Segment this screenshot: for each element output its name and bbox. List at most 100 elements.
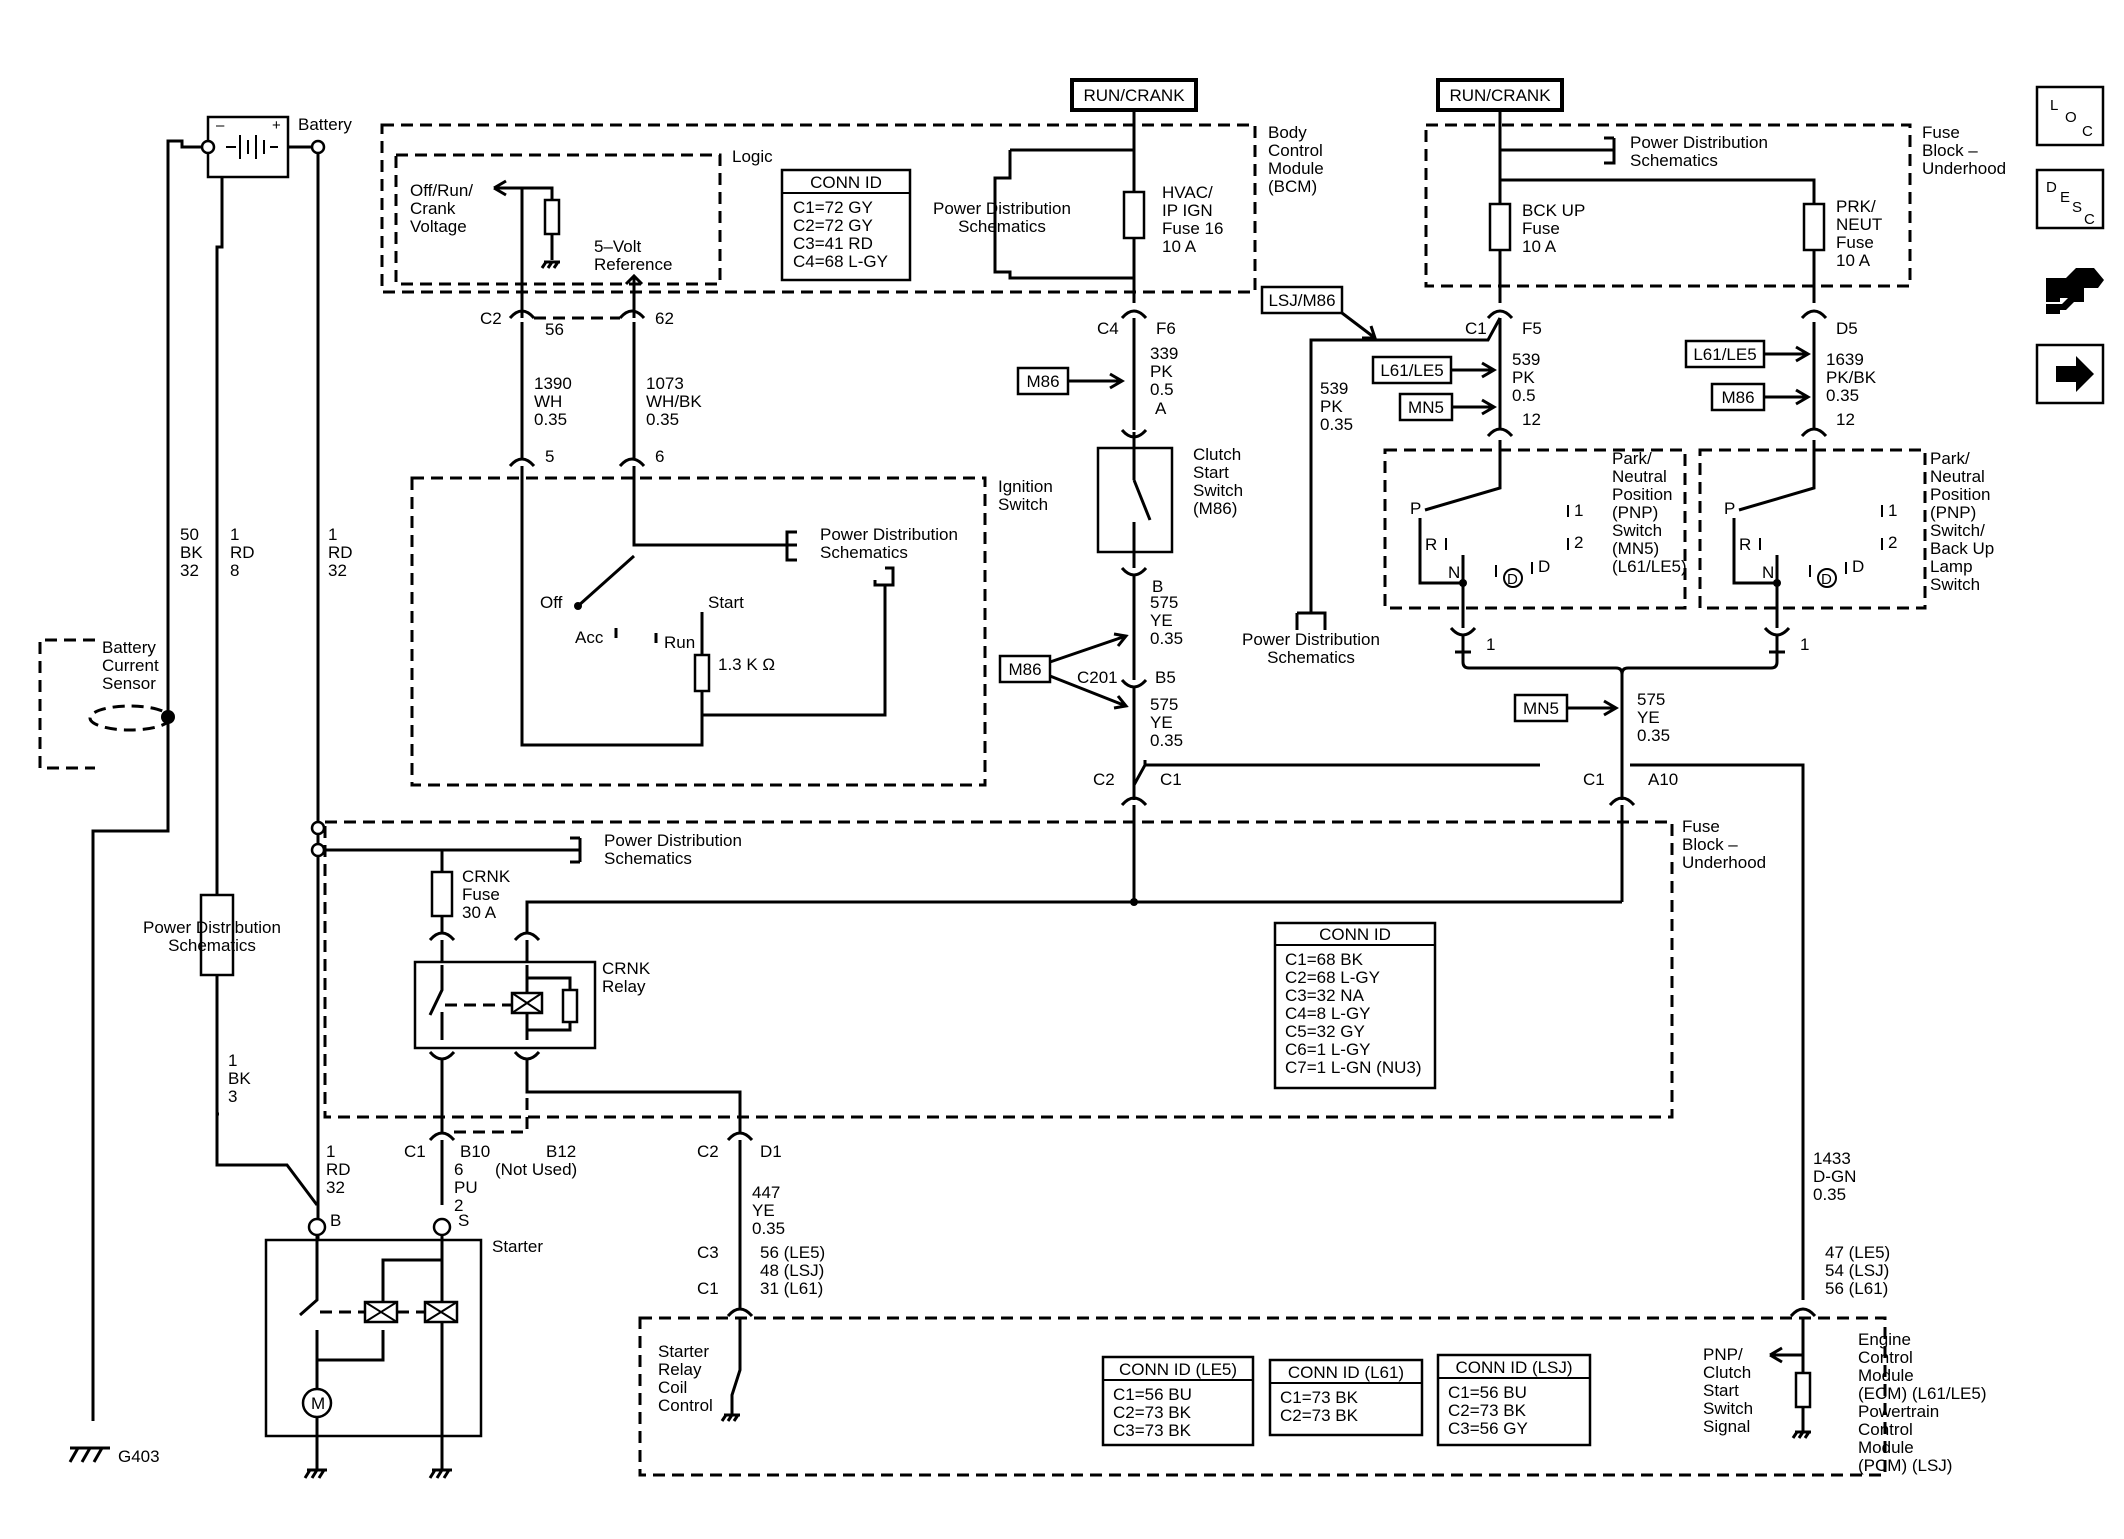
m86-tag-a: M86 [1016, 366, 1125, 396]
bcm-conn-id-table: CONN ID C1=72 GY C2=72 GY C3=41 RD C4=68… [780, 168, 912, 282]
svg-text:Acc: Acc [575, 628, 604, 647]
lsj-m86-tag: LSJ/M86 [1260, 285, 1378, 340]
svg-text:Relay: Relay [602, 977, 646, 996]
svg-text:Switch: Switch [1193, 481, 1243, 500]
loc-icon[interactable]: L O C [2035, 85, 2105, 147]
svg-text:C5=32 GY: C5=32 GY [1285, 1022, 1365, 1041]
svg-text:575: 575 [1150, 593, 1178, 612]
svg-text:0.35: 0.35 [1637, 726, 1670, 745]
svg-text:12: 12 [1522, 410, 1541, 429]
svg-text:RD: RD [230, 543, 255, 562]
svg-text:C2=68 L-GY: C2=68 L-GY [1285, 968, 1380, 987]
ecm-signal-wire [1630, 763, 1805, 1300]
wire-1433: 1433 D-GN 0.35 [1813, 1149, 1856, 1204]
prk-neut-fuse: PRK/ NEUT Fuse 10 A [1802, 197, 1882, 270]
crnk-relay: CRNK Relay [413, 959, 651, 1050]
pnp-out-wire-575: 575 YE 0.35 [1637, 690, 1670, 745]
svg-text:N: N [1762, 563, 1774, 582]
ecm-conn-id-l61: CONN ID (L61) C1=73 BK C2=73 BK [1268, 1358, 1424, 1437]
svg-text:Module: Module [1268, 159, 1324, 178]
svg-text:Control: Control [1858, 1420, 1913, 1439]
svg-text:C: C [2082, 123, 2093, 140]
svg-text:C3=32 NA: C3=32 NA [1285, 986, 1365, 1005]
svg-text:CRNK: CRNK [602, 959, 651, 978]
svg-text:0.5: 0.5 [1150, 380, 1174, 399]
ignition-connector-c2: C2 56 62 [480, 303, 674, 460]
svg-text:(L61/LE5): (L61/LE5) [1612, 557, 1687, 576]
svg-text:IP IGN: IP IGN [1162, 201, 1213, 220]
svg-text:Off: Off [540, 593, 563, 612]
pds-left: Power Distribution Schematics [143, 893, 281, 977]
wire-447: 447 YE 0.35 [752, 1183, 785, 1238]
next-arrow-icon[interactable] [2035, 343, 2105, 405]
svg-text:Fuse: Fuse [462, 885, 500, 904]
svg-text:CONN ID (LSJ): CONN ID (LSJ) [1455, 1358, 1572, 1377]
desc-icon[interactable]: D E S C [2035, 168, 2105, 230]
clutch-wire-575a: 575 YE 0.35 [1150, 593, 1183, 648]
svg-text:1: 1 [1800, 635, 1809, 654]
svg-text:M: M [311, 1394, 325, 1413]
bcm-module: Body Control Module (BCM) [380, 123, 1324, 294]
svg-text:B10: B10 [460, 1142, 490, 1161]
pnp-switch-right: Park/ Neutral Position (PNP) Switch/ Bac… [1698, 440, 1994, 654]
svg-text:10 A: 10 A [1836, 251, 1871, 270]
svg-text:PU: PU [454, 1178, 478, 1197]
svg-text:Fuse: Fuse [1522, 219, 1560, 238]
svg-text:P: P [1410, 499, 1421, 518]
svg-text:C1: C1 [697, 1279, 719, 1298]
ecm-conn-id-le5: CONN ID (LE5) C1=56 BU C2=73 BK C3=73 BK [1101, 1355, 1255, 1447]
svg-text:+: + [272, 117, 281, 134]
svg-text:32: 32 [328, 561, 347, 580]
battery-current-sensor: Battery Current Sensor [38, 638, 175, 770]
svg-text:C2=73 BK: C2=73 BK [1280, 1406, 1359, 1425]
harness-icon[interactable] [2046, 268, 2104, 314]
svg-text:Voltage: Voltage [410, 217, 467, 236]
svg-text:S: S [458, 1211, 469, 1230]
m86-tag-b: M86 [998, 632, 1129, 710]
svg-text:Powertrain: Powertrain [1858, 1402, 1939, 1421]
svg-text:539: 539 [1512, 350, 1540, 369]
svg-text:C1=56 BU: C1=56 BU [1113, 1385, 1192, 1404]
wire-6pu2: 6 PU 2 [454, 1160, 478, 1215]
svg-text:D: D [1538, 557, 1550, 576]
svg-text:Body: Body [1268, 123, 1307, 142]
fuse-block-upper-connector-c1: C1 F5 [1309, 309, 1542, 605]
svg-text:C4=8 L-GY: C4=8 L-GY [1285, 1004, 1371, 1023]
connector-c201: C201 B5 [1077, 668, 1176, 800]
svg-text:Control: Control [1268, 141, 1323, 160]
svg-text:(MN5): (MN5) [1612, 539, 1659, 558]
svg-text:339: 339 [1150, 344, 1178, 363]
svg-text:Fuse 16: Fuse 16 [1162, 219, 1223, 238]
svg-text:Block –: Block – [1922, 141, 1978, 160]
svg-text:Power Distribution: Power Distribution [1630, 133, 1768, 152]
svg-text:1: 1 [1888, 501, 1897, 520]
svg-text:Fuse: Fuse [1922, 123, 1960, 142]
svg-text:0.5: 0.5 [1512, 386, 1536, 405]
svg-text:M86: M86 [1721, 388, 1754, 407]
svg-text:Switch: Switch [1930, 575, 1980, 594]
svg-text:Run: Run [664, 633, 695, 652]
svg-text:1: 1 [326, 1142, 335, 1161]
svg-text:C1: C1 [1583, 770, 1605, 789]
ecm-conn-id-lsj: CONN ID (LSJ) C1=56 BU C2=73 BK C3=56 GY [1436, 1353, 1592, 1447]
svg-text:Schematics: Schematics [1630, 151, 1718, 170]
svg-text:YE: YE [1150, 713, 1173, 732]
relay-output-wires [428, 1050, 742, 1134]
svg-text:Switch/: Switch/ [1930, 521, 1985, 540]
svg-text:Schematics: Schematics [604, 849, 692, 868]
svg-text:C1=73 BK: C1=73 BK [1280, 1388, 1359, 1407]
svg-text:L61/LE5: L61/LE5 [1693, 345, 1756, 364]
svg-text:Schematics: Schematics [168, 936, 256, 955]
svg-text:PK: PK [1320, 397, 1343, 416]
svg-text:CRNK: CRNK [462, 867, 511, 886]
svg-text:Coil: Coil [658, 1378, 687, 1397]
svg-text:WH/BK: WH/BK [646, 392, 702, 411]
fuse-block-upper-connector-d5: D5 [1800, 309, 1858, 430]
svg-text:Power Distribution: Power Distribution [933, 199, 1071, 218]
svg-text:S: S [2072, 199, 2082, 216]
svg-text:0.35: 0.35 [1813, 1185, 1846, 1204]
svg-text:0.35: 0.35 [752, 1219, 785, 1238]
svg-text:62: 62 [655, 309, 674, 328]
svg-text:C2: C2 [480, 309, 502, 328]
